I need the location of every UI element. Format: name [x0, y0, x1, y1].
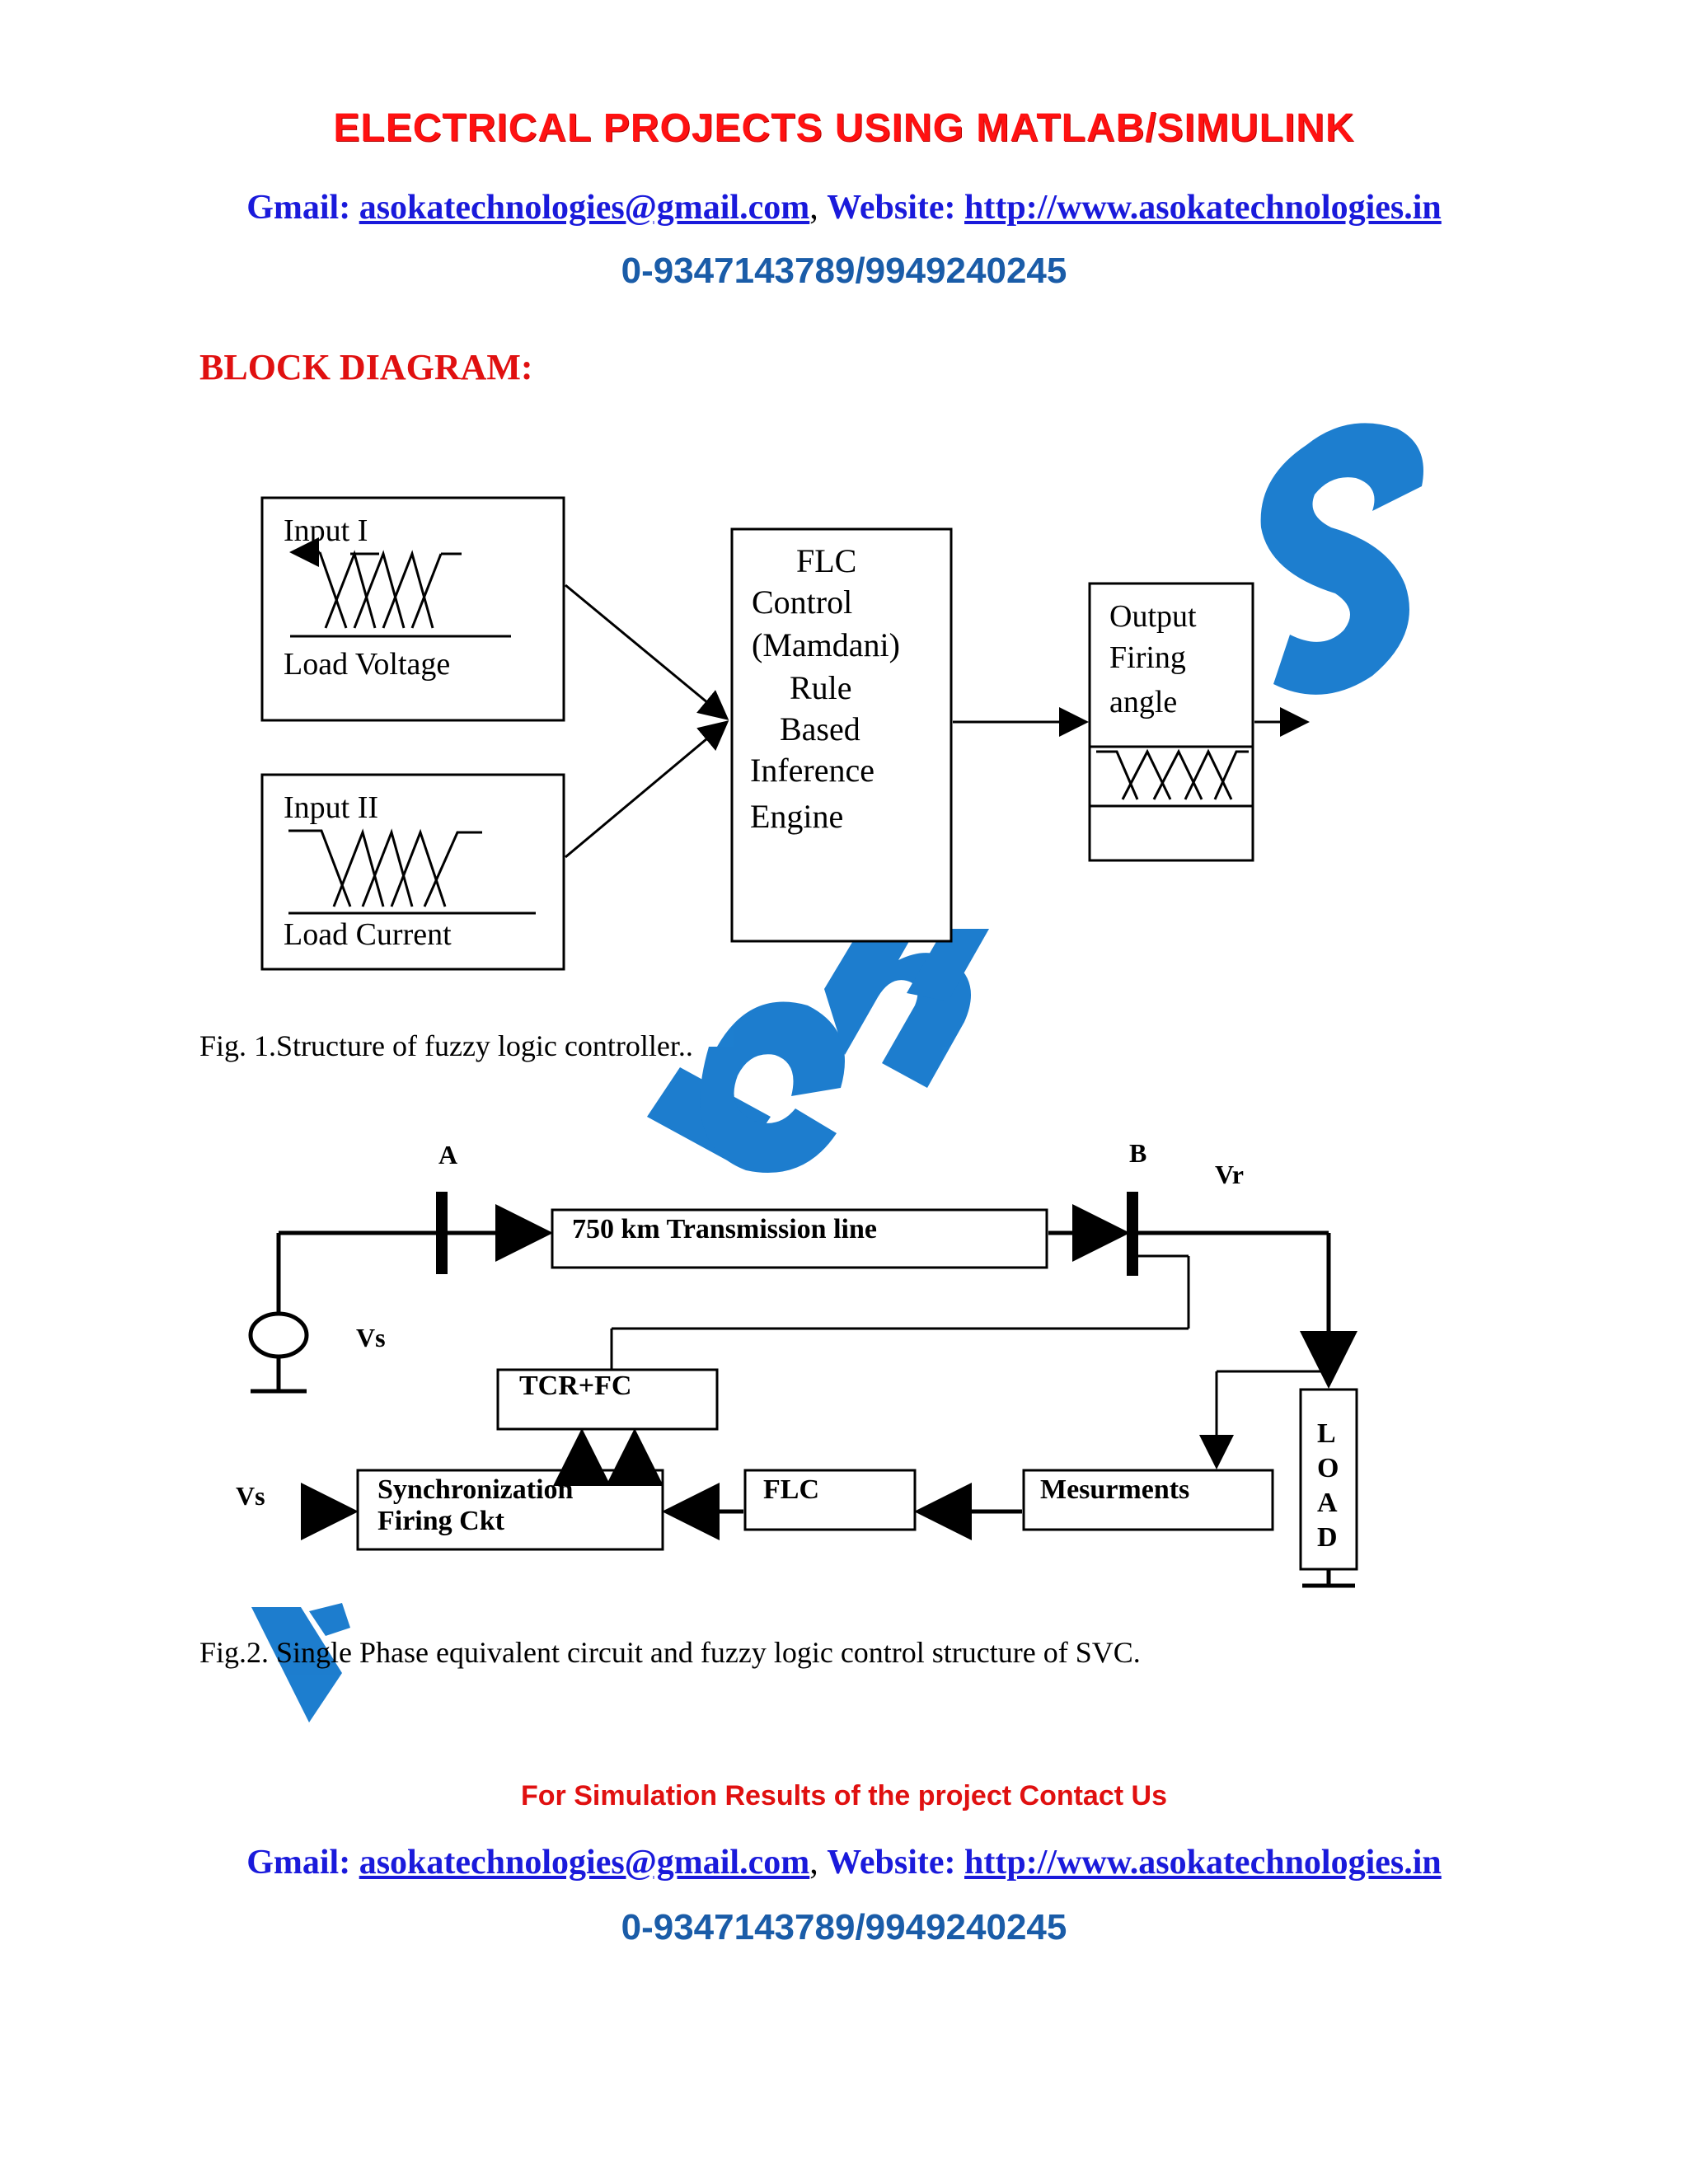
output-line-2: angle: [1109, 685, 1177, 719]
tcr-fc-label: TCR+FC: [519, 1371, 631, 1401]
page-title: ELECTRICAL PROJECTS USING MATLAB/SIMULIN…: [333, 106, 1355, 150]
vs-source-label: Vs: [356, 1323, 386, 1352]
flc2-label: FLC: [763, 1474, 819, 1505]
flc-line-0: FLC: [796, 542, 856, 579]
output-line-0: Output: [1109, 599, 1197, 634]
transmission-line-label: 750 km Transmission line: [572, 1214, 877, 1244]
footer-note: For Simulation Results of the project Co…: [521, 1780, 1167, 1811]
input2-title: Input II: [284, 790, 378, 825]
input1-membership-functions: [289, 537, 511, 638]
load-letter-3: D: [1317, 1522, 1338, 1553]
input2-subtitle: Load Current: [284, 917, 452, 952]
flc-line-4: Based: [780, 710, 860, 748]
footer-contact-line: Gmail: asokatechnologies@gmail.com, Webs…: [0, 1843, 1688, 1882]
input2-membership-functions: [288, 828, 536, 915]
sync-line-0: Synchronization: [377, 1474, 574, 1505]
flc-line-3: Rule: [790, 669, 852, 706]
sync-line-1: Firing Ckt: [377, 1506, 505, 1536]
load-letter-0: L: [1317, 1418, 1336, 1449]
measurement-label: Mesurments: [1040, 1474, 1189, 1505]
flc-text: FLC Control (Mamdani) Rule Based Inferen…: [750, 542, 900, 835]
footer-website-label: Website:: [827, 1844, 956, 1882]
vr-label: Vr: [1215, 1160, 1244, 1189]
footer-gmail-label: Gmail:: [246, 1844, 351, 1882]
bus-b-label: B: [1129, 1138, 1146, 1168]
output-text: Output Firing angle: [1109, 599, 1197, 719]
ac-source-icon: [248, 1311, 309, 1359]
transmission-line-box: [551, 1208, 1048, 1269]
gmail-label: Gmail:: [246, 189, 351, 227]
measurement-box: [1022, 1469, 1274, 1531]
flc-line-1: Control: [752, 583, 852, 621]
website-link[interactable]: http://www.asokatechnologies.in: [964, 189, 1442, 227]
bus-a-label: A: [438, 1140, 457, 1169]
flc-line-2: (Mamdani): [752, 626, 900, 663]
footer-website-link[interactable]: http://www.asokatechnologies.in: [964, 1844, 1442, 1882]
email-link[interactable]: asokatechnologies@gmail.com: [359, 189, 810, 227]
flc-line-6: Engine: [750, 798, 843, 835]
header-contact-line: Gmail: asokatechnologies@gmail.com, Webs…: [0, 188, 1688, 227]
input1-subtitle: Load Voltage: [284, 647, 450, 682]
figure2-caption: Fig.2. Single Phase equivalent circuit a…: [199, 1636, 1141, 1669]
separator: ,: [809, 189, 828, 227]
load-letter-1: O: [1317, 1453, 1339, 1483]
input1-box: [260, 496, 565, 722]
header-phone: 0-9347143789/9949240245: [621, 251, 1067, 291]
load-letter-2: A: [1317, 1488, 1338, 1518]
footer-separator: ,: [809, 1844, 828, 1882]
vs-input-label: Vs: [236, 1481, 265, 1511]
flc-line-5: Inference: [750, 752, 874, 789]
footer-email-link[interactable]: asokatechnologies@gmail.com: [359, 1844, 810, 1882]
output-box: [1088, 582, 1254, 862]
section-heading: BLOCK DIAGRAM:: [199, 347, 533, 387]
input2-box: [260, 773, 565, 971]
output-membership-functions: [1090, 745, 1253, 808]
output-line-1: Firing: [1109, 640, 1186, 675]
footer-phone: 0-9347143789/9949240245: [621, 1907, 1067, 1947]
flc-box: [730, 527, 953, 943]
figure1-caption: Fig. 1.Structure of fuzzy logic controll…: [199, 1029, 693, 1062]
website-label: Website:: [827, 189, 956, 227]
